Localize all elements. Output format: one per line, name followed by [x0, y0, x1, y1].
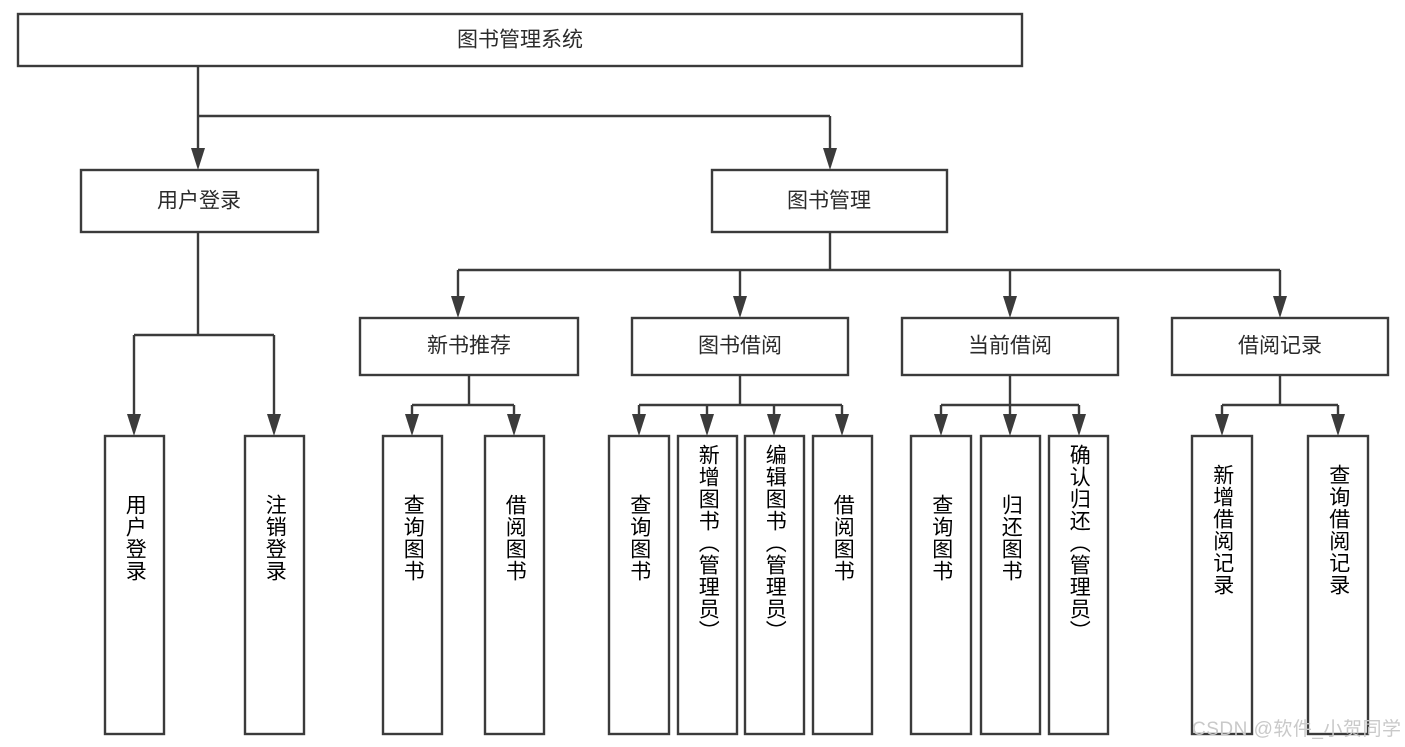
node-leaf-edit-book[interactable] — [743, 434, 806, 736]
arrow-head-borrow-record — [1273, 296, 1287, 318]
node-borrow-record[interactable] — [1170, 316, 1390, 377]
node-current-borrow-label: 当前借阅 — [968, 335, 1052, 358]
node-leaf-return-book[interactable] — [979, 434, 1042, 736]
arrow-head-leaf-query-book-2 — [632, 414, 646, 436]
node-leaf-query-record[interactable] — [1306, 434, 1370, 736]
arrow-head-book-manage — [823, 148, 837, 170]
node-root-label: 图书管理系统 — [457, 29, 583, 52]
node-book-manage[interactable] — [710, 168, 949, 234]
arrow-head-leaf-return-book — [1003, 414, 1017, 436]
node-new-book-recommend-label: 新书推荐 — [427, 335, 511, 358]
node-user-login[interactable] — [79, 168, 320, 234]
node-leaf-confirm-return[interactable] — [1047, 434, 1110, 736]
node-leaf-user-login[interactable] — [103, 434, 166, 736]
arrow-head-book-borrow — [733, 296, 747, 318]
arrow-head-leaf-edit-book — [767, 414, 781, 436]
node-root[interactable] — [16, 12, 1024, 68]
arrow-head-leaf-query-record — [1331, 414, 1345, 436]
node-current-borrow[interactable] — [900, 316, 1120, 377]
node-book-manage-label: 图书管理 — [787, 190, 871, 213]
arrow-head-leaf-add-book — [700, 414, 714, 436]
arrow-head-leaf-add-record — [1215, 414, 1229, 436]
arrow-head-leaf-confirm-return — [1072, 414, 1086, 436]
node-borrow-record-label: 借阅记录 — [1238, 335, 1322, 358]
arrow-head-leaf-query-book-1 — [405, 414, 419, 436]
arrow-head-leaf-logout-login — [267, 414, 281, 436]
node-book-borrow-label: 图书借阅 — [698, 335, 782, 358]
node-leaf-borrow-book-1[interactable] — [483, 434, 546, 736]
connector-layer — [127, 66, 1345, 436]
arrow-head-new-book-recommend — [451, 296, 465, 318]
node-new-book-recommend[interactable] — [358, 316, 580, 377]
node-leaf-query-book-1[interactable] — [381, 434, 444, 736]
node-leaf-query-book-3[interactable] — [909, 434, 973, 736]
arrow-head-current-borrow — [1003, 296, 1017, 318]
arrow-head-user-login — [191, 148, 205, 170]
node-layer: 图书管理系统 用户登录 图书管理 新书推荐 图书借阅 当前借阅 借阅记录 — [16, 12, 1390, 736]
node-leaf-query-book-2[interactable] — [607, 434, 671, 736]
arrow-head-leaf-query-book-3 — [934, 414, 948, 436]
node-leaf-add-record[interactable] — [1190, 434, 1254, 736]
node-leaf-add-book[interactable] — [676, 434, 739, 736]
csdn-watermark: CSDN @软件_小贺同学 — [1192, 719, 1402, 740]
node-book-borrow[interactable] — [630, 316, 850, 377]
arrow-head-leaf-user-login — [127, 414, 141, 436]
node-leaf-borrow-book-2[interactable] — [811, 434, 874, 736]
node-leaf-logout-login[interactable] — [243, 434, 306, 736]
node-user-login-label: 用户登录 — [157, 190, 241, 213]
arrow-head-leaf-borrow-book-1 — [507, 414, 521, 436]
arrow-head-leaf-borrow-book-2 — [835, 414, 849, 436]
